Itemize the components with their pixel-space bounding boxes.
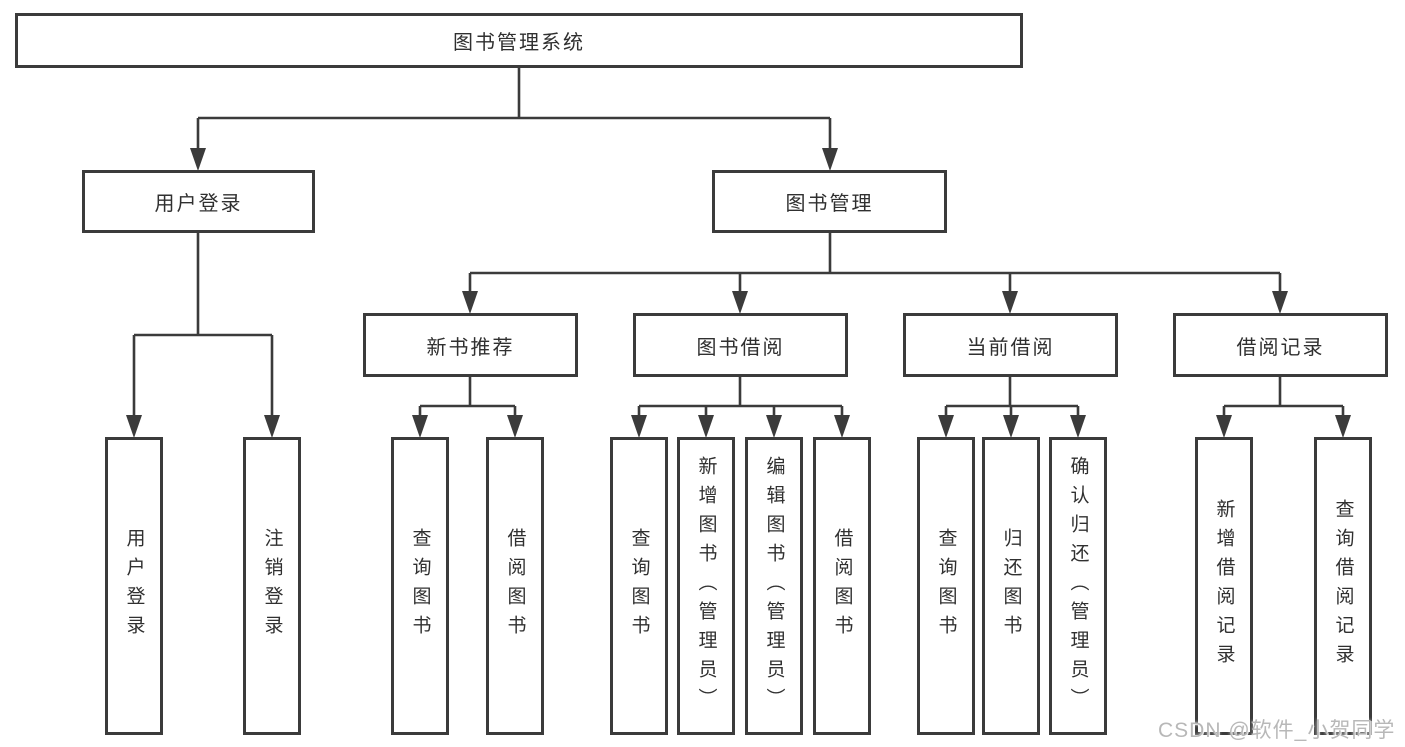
arrow-icon	[732, 291, 748, 314]
node-label: 新增图书（管理员）	[695, 455, 717, 717]
node-label: 查询图书	[628, 528, 650, 644]
node-login: 用户登录	[105, 437, 163, 735]
node-label: 查询借阅记录	[1332, 499, 1354, 673]
arrow-icon	[190, 148, 206, 171]
node-label: 新增借阅记录	[1213, 499, 1235, 673]
arrow-icon	[1003, 415, 1019, 438]
arrow-icon	[1272, 291, 1288, 314]
node-borrow-borrow-books: 借阅图书	[813, 437, 871, 735]
node-new-book-recommend: 新书推荐	[363, 313, 578, 377]
node-records-query-record: 查询借阅记录	[1314, 437, 1372, 735]
arrow-icon	[1335, 415, 1351, 438]
connector-current-borrow	[944, 377, 1080, 419]
arrow-icon	[507, 415, 523, 438]
node-root: 图书管理系统	[15, 13, 1023, 68]
node-borrow-query-books: 查询图书	[610, 437, 668, 735]
csdn-watermark: CSDN @软件_小贺同学	[1158, 719, 1396, 742]
connector-book-management	[468, 233, 1282, 295]
node-borrow-edit-books-admin: 编辑图书（管理员）	[745, 437, 803, 735]
node-borrow-records: 借阅记录	[1173, 313, 1388, 377]
connector-borrow-records	[1222, 377, 1345, 419]
connector-user-login	[132, 233, 274, 419]
arrow-icon	[1002, 291, 1018, 314]
arrow-icon	[698, 415, 714, 438]
node-current-confirm-return-admin: 确认归还（管理员）	[1049, 437, 1107, 735]
arrow-icon	[631, 415, 647, 438]
node-current-return-books: 归还图书	[982, 437, 1040, 735]
node-book-borrow: 图书借阅	[633, 313, 848, 377]
node-label: 借阅图书	[504, 528, 526, 644]
node-current-query-books: 查询图书	[917, 437, 975, 735]
node-label: 注销登录	[261, 528, 283, 644]
node-recommend-borrow-books: 借阅图书	[486, 437, 544, 735]
node-label: 查询图书	[935, 528, 957, 644]
arrow-icon	[766, 415, 782, 438]
arrow-icon	[834, 415, 850, 438]
node-current-borrow: 当前借阅	[903, 313, 1118, 377]
arrow-icon	[264, 415, 280, 438]
node-label: 查询图书	[409, 528, 431, 644]
arrow-icon	[1070, 415, 1086, 438]
arrow-icon	[126, 415, 142, 438]
connector-root	[196, 68, 832, 152]
arrow-icon	[1216, 415, 1232, 438]
node-records-add-record: 新增借阅记录	[1195, 437, 1253, 735]
arrow-icon	[822, 148, 838, 171]
node-recommend-query-books: 查询图书	[391, 437, 449, 735]
connector-new-book-recommend	[418, 377, 517, 419]
node-label: 归还图书	[1000, 528, 1022, 644]
node-logout: 注销登录	[243, 437, 301, 735]
arrow-icon	[938, 415, 954, 438]
connector-book-borrow	[637, 377, 844, 419]
node-user-login: 用户登录	[82, 170, 315, 233]
node-borrow-add-books-admin: 新增图书（管理员）	[677, 437, 735, 735]
node-label: 确认归还（管理员）	[1067, 455, 1089, 717]
node-label: 借阅图书	[831, 528, 853, 644]
arrow-icon	[462, 291, 478, 314]
arrow-icon	[412, 415, 428, 438]
node-label: 编辑图书（管理员）	[763, 455, 785, 717]
node-book-management: 图书管理	[712, 170, 947, 233]
node-label: 用户登录	[123, 528, 145, 644]
